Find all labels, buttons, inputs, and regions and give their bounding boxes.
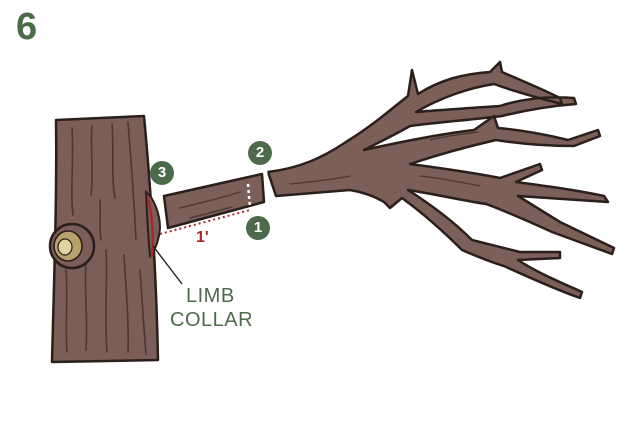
limb-stub [162, 172, 266, 230]
marker-3: 3 [150, 161, 174, 185]
limb-collar-highlight [146, 196, 155, 258]
marker-1: 1 [246, 216, 270, 240]
callout-collar: COLLAR [170, 309, 254, 331]
tree-trunk [48, 114, 162, 364]
branch-crown [266, 60, 616, 300]
step-number: 6 [16, 6, 38, 48]
trunk-knot [48, 222, 96, 270]
cut-1-line [246, 183, 252, 209]
cut-markings [146, 169, 270, 285]
callout-leader [152, 245, 183, 285]
distance-line [159, 209, 251, 235]
distance-label: 1' [196, 229, 209, 246]
callout-limb: LIMB [186, 285, 235, 307]
cut-2-line [264, 169, 270, 201]
trunk-grain [65, 121, 147, 355]
marker-2: 2 [248, 141, 272, 165]
